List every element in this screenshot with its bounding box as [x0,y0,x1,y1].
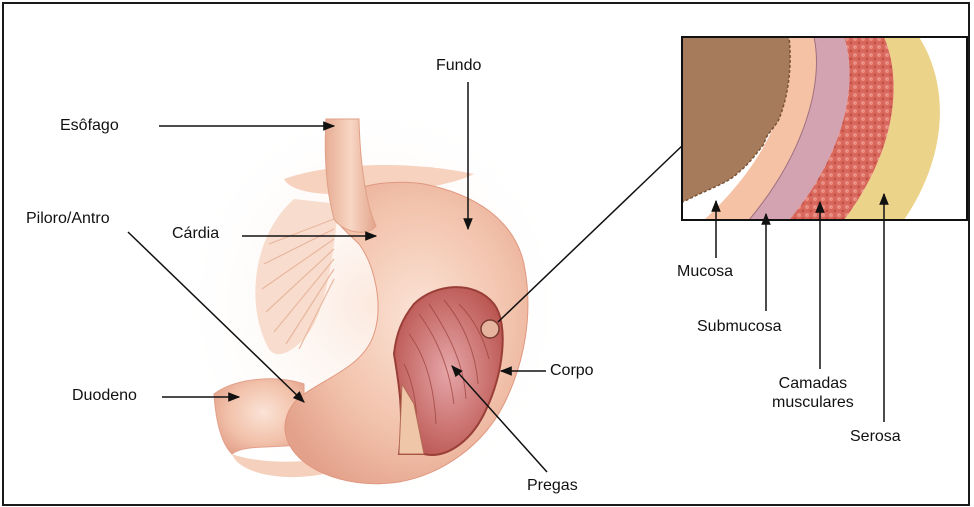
label-camadas-line1: Camadas [772,374,854,393]
label-camadas-line2: musculares [772,393,854,412]
label-esofago: Esôfago [60,116,119,135]
label-piloro: Piloro/Antro [26,209,110,228]
label-camadas-musculares: Camadas musculares [772,374,854,412]
magnifier-circle [481,320,499,338]
label-pregas: Pregas [527,476,578,495]
label-serosa: Serosa [850,427,901,446]
stomach-diagram [4,4,968,504]
label-fundo: Fundo [436,56,481,75]
label-submucosa: Submucosa [697,317,782,336]
label-duodeno: Duodeno [72,386,137,405]
label-corpo: Corpo [550,361,594,380]
label-cardia: Cárdia [172,224,219,243]
label-mucosa: Mucosa [677,262,733,281]
tissue-layers-inset [682,37,967,220]
